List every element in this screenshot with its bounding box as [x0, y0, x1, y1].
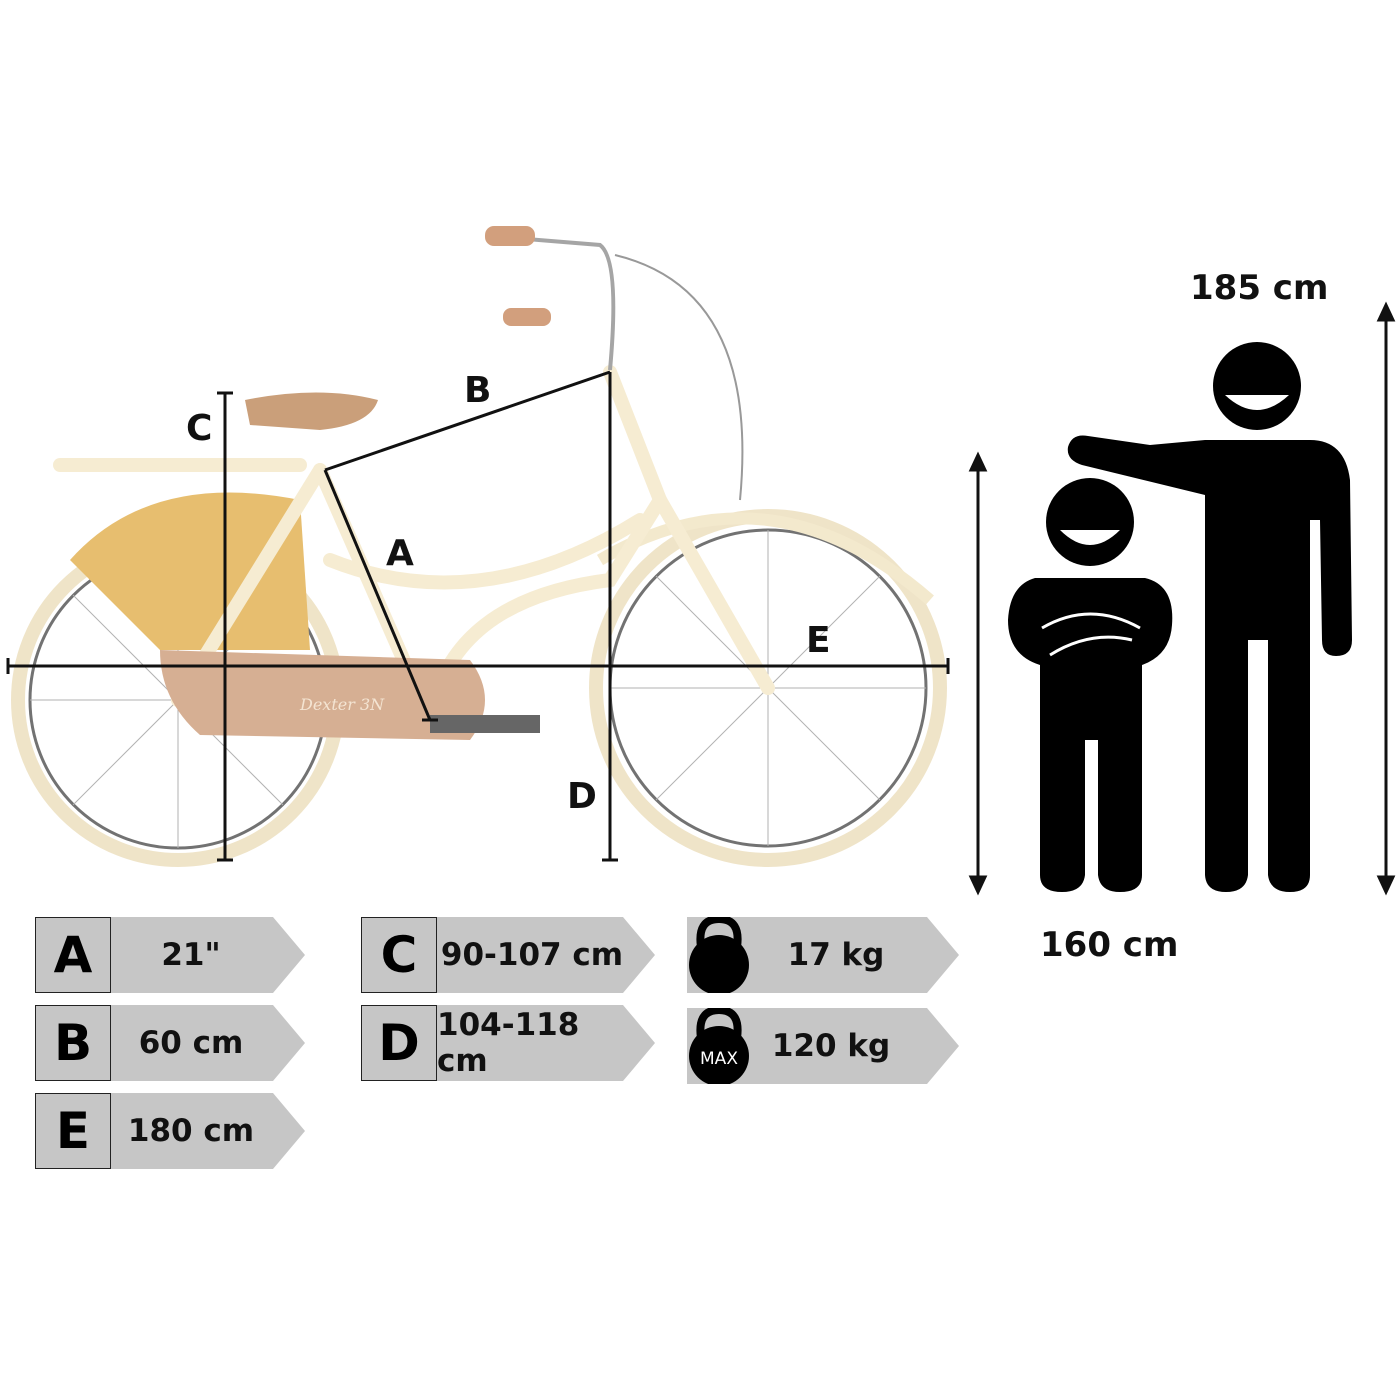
spec-letter: B — [35, 1005, 111, 1081]
spec-letter: E — [35, 1093, 111, 1169]
max-label: MAX — [700, 1049, 738, 1069]
adult-figure-icon — [1067, 342, 1352, 892]
spec-value: 21" — [161, 937, 221, 973]
bike-weight: 17 kg — [687, 917, 959, 993]
chain-guard — [160, 650, 485, 740]
bike-weight-value: 17 kg — [787, 937, 885, 973]
handlebar — [489, 234, 616, 371]
spec-letter: D — [361, 1005, 437, 1081]
spec-value: 60 cm — [138, 1025, 244, 1061]
bike-illustration: Dexter 3N — [11, 226, 947, 867]
spec-b: B 60 cm — [35, 1005, 305, 1081]
kettlebell-icon — [689, 917, 749, 993]
front-mudguard — [596, 512, 934, 605]
spec-letter: A — [35, 917, 111, 993]
spec-letter: C — [361, 917, 437, 993]
label-a: A — [386, 533, 414, 574]
spec-value: 90-107 cm — [440, 937, 624, 973]
spec-c: C 90-107 cm — [361, 917, 655, 993]
rear-mudguard — [70, 492, 310, 650]
bike-dimension-diagram: Dexter 3N C B A D E — [6, 226, 1396, 896]
label-c: C — [186, 408, 212, 449]
handlebar-grip — [485, 226, 535, 246]
child-figure-icon — [1008, 478, 1173, 892]
label-d: D — [567, 776, 597, 817]
spec-e: E 180 cm — [35, 1093, 305, 1169]
kettlebell-max-icon: MAX — [689, 1008, 749, 1084]
max-load-value: 120 kg — [771, 1028, 891, 1064]
max-load: MAX 120 kg — [687, 1008, 959, 1084]
adult-height-label: 185 cm — [1190, 268, 1329, 308]
dimension-a-line — [323, 469, 432, 721]
spec-value: 180 cm — [127, 1113, 255, 1149]
dimension-lines — [6, 370, 950, 862]
dimension-b-line — [324, 370, 611, 472]
pedal — [430, 715, 540, 733]
spec-value: 104-118 cm — [437, 1007, 580, 1079]
chain-guard-brand: Dexter 3N — [299, 695, 385, 714]
saddle — [245, 392, 378, 430]
child-height-label: 160 cm — [1040, 925, 1179, 965]
spec-d: D 104-118 cm — [361, 1005, 655, 1081]
handlebar-grip — [503, 308, 551, 326]
label-b: B — [464, 370, 491, 411]
spec-a: A 21" — [35, 917, 305, 993]
label-e: E — [806, 620, 831, 661]
